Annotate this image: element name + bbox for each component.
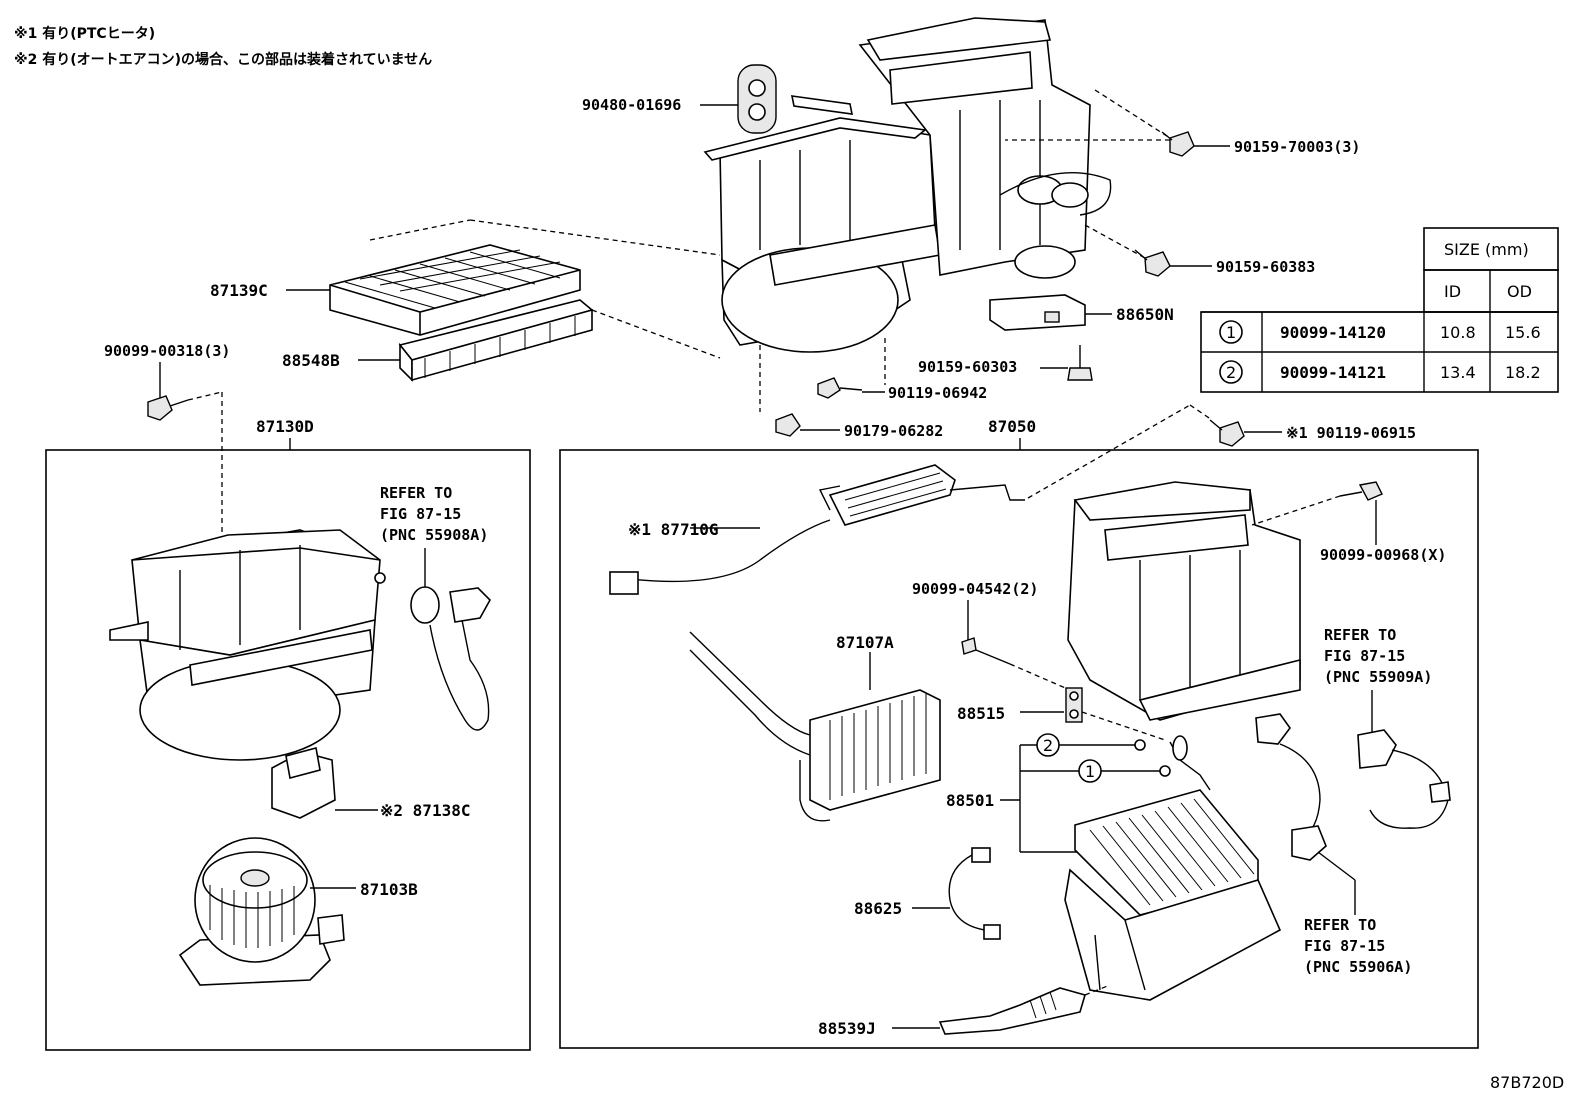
screw-90099-00968 <box>1339 481 1383 501</box>
box-87050 <box>559 449 1479 1049</box>
size-table-col-od: OD <box>1507 282 1532 301</box>
refer-b-line-1: REFER TO <box>1324 626 1396 644</box>
size-row-2-part: 90099-14121 <box>1280 363 1386 382</box>
label-90099-04542: 90099-04542(2) <box>912 580 1038 598</box>
label-87050: 87050 <box>988 417 1036 436</box>
servo-motor-right-b <box>1357 729 1451 829</box>
label-87107A: 87107A <box>836 633 894 652</box>
label-88515: 88515 <box>957 704 1005 723</box>
screw-90159-60303 <box>1067 345 1093 381</box>
label-90119-06915: ※1 90119-06915 <box>1286 424 1416 442</box>
size-row-1-mark: 1 <box>1226 323 1236 342</box>
air-filter <box>329 244 581 336</box>
label-90480-01696: 90480-01696 <box>582 96 681 114</box>
label-90159-60383: 90159-60383 <box>1216 258 1315 276</box>
size-table-header: SIZE (mm) <box>1444 240 1529 259</box>
note-auto-aircon: ※2 有り(オートエアコン)の場合、この部品は装着されていません <box>14 51 432 68</box>
size-row-2-od: 18.2 <box>1505 363 1541 382</box>
label-88539J: 88539J <box>818 1019 876 1038</box>
blower-motor <box>178 837 345 986</box>
nut-90179-06282 <box>775 413 801 437</box>
note-ptc-heater: ※1 有り(PTCヒータ) <box>14 25 155 42</box>
label-90179-06282: 90179-06282 <box>844 422 943 440</box>
screw-90119-06915 <box>1209 419 1245 447</box>
size-row-2-mark: 2 <box>1226 363 1236 382</box>
size-row-1-od: 15.6 <box>1505 323 1541 342</box>
label-90119-06942: 90119-06942 <box>888 384 987 402</box>
label-88650N: 88650N <box>1116 305 1174 324</box>
size-row-1-id: 10.8 <box>1440 323 1476 342</box>
refer-a-line-2: FIG 87-15 <box>380 505 461 523</box>
label-87710G: ※1 87710G <box>628 520 718 539</box>
label-90159-70003: 90159-70003(3) <box>1234 138 1360 156</box>
refer-c-line-3: (PNC 55906A) <box>1304 958 1412 976</box>
refer-c-line-1: REFER TO <box>1304 916 1376 934</box>
thermistor <box>948 847 1001 940</box>
label-87139C: 87139C <box>210 281 268 300</box>
expansion-valve <box>1065 687 1083 723</box>
drain-hose <box>938 987 1086 1035</box>
screw-90099-00318 <box>147 395 189 421</box>
refer-a-line-3: (PNC 55908A) <box>380 526 488 544</box>
resistor-87138C <box>271 747 336 819</box>
top-air-unit-assembly <box>703 17 1112 353</box>
servo-motor-right-c <box>1255 713 1327 861</box>
box-87130D <box>45 449 531 1051</box>
label-90099-00318: 90099-00318(3) <box>104 342 230 360</box>
size-row-2-id: 13.4 <box>1440 363 1476 382</box>
grommet-part <box>737 64 854 134</box>
screw-90159-60383 <box>1134 249 1171 277</box>
refer-c-line-2: FIG 87-15 <box>1304 937 1385 955</box>
resistor-88650N <box>989 294 1086 331</box>
screw-90099-04542 <box>961 637 1011 665</box>
label-88625: 88625 <box>854 899 902 918</box>
heater-core <box>689 631 941 822</box>
label-87138C: ※2 87138C <box>380 801 470 820</box>
evaporator-case <box>1064 868 1282 1001</box>
servo-motor-left <box>410 586 491 731</box>
size-table: SIZE (mm) ID OD 1 90099-14120 10.8 15.6 … <box>1200 227 1559 393</box>
refer-a-line-1: REFER TO <box>380 484 452 502</box>
label-90099-00968: 90099-00968(X) <box>1320 546 1446 564</box>
label-88548B: 88548B <box>282 351 340 370</box>
refer-b-line-2: FIG 87-15 <box>1324 647 1405 665</box>
label-87130D: 87130D <box>256 417 314 436</box>
heater-case <box>1067 481 1301 721</box>
label-87103B: 87103B <box>360 880 418 899</box>
callout-1: 1 <box>1085 762 1095 781</box>
size-row-1-part: 90099-14120 <box>1280 323 1386 342</box>
figure-code: 87B720D <box>1490 1073 1564 1092</box>
ptc-heater <box>609 464 1025 595</box>
screw-90119-06942 <box>817 377 863 399</box>
size-table-col-id: ID <box>1444 282 1461 301</box>
callout-2: 2 <box>1043 736 1053 755</box>
label-90159-60303: 90159-60303 <box>918 358 1017 376</box>
refer-b-line-3: (PNC 55909A) <box>1324 668 1432 686</box>
blower-unit <box>109 529 386 761</box>
label-88501: 88501 <box>946 791 994 810</box>
